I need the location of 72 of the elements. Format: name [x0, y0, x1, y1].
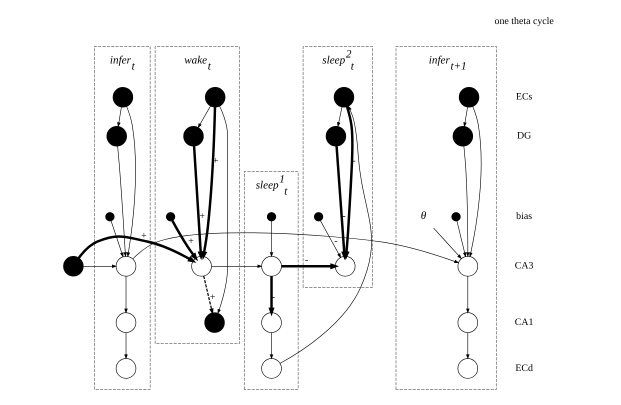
arrow	[77, 235, 196, 263]
node-circle	[112, 87, 133, 108]
arrow	[456, 220, 466, 258]
arrow	[462, 106, 468, 128]
edge-label: +	[198, 211, 204, 222]
node-circle	[115, 358, 136, 379]
arrow	[170, 220, 198, 262]
label: DG	[516, 130, 531, 142]
node-circle	[333, 87, 354, 108]
label: bias	[516, 211, 532, 222]
node-circle	[260, 312, 282, 333]
arrow	[432, 228, 462, 260]
edge-label: -	[342, 211, 346, 222]
node-circle	[457, 358, 478, 379]
arrow	[280, 105, 372, 364]
node-circle	[190, 256, 212, 276]
node-circle	[450, 212, 460, 222]
node-circle	[62, 256, 84, 276]
label: ECd	[514, 362, 532, 374]
node-circle	[260, 256, 282, 276]
arrow	[320, 220, 341, 258]
edge-label: -	[304, 255, 308, 266]
arrow	[82, 264, 116, 268]
label: CA3	[514, 260, 533, 272]
node-circle	[204, 312, 224, 333]
arrow	[116, 106, 122, 128]
arrow	[468, 106, 481, 258]
arrow	[110, 220, 123, 258]
arrow	[124, 332, 128, 360]
arrow	[197, 106, 210, 128]
arrow	[336, 106, 342, 128]
arrow	[334, 146, 347, 260]
node-circle	[115, 256, 136, 276]
arrow	[126, 106, 136, 258]
node-circle	[457, 312, 478, 333]
arrow	[116, 146, 126, 258]
arrow	[466, 276, 470, 314]
arrow	[132, 232, 459, 264]
arrow	[268, 276, 274, 316]
edge-label: +	[188, 236, 194, 247]
label: ECs	[515, 92, 532, 103]
node-circle	[106, 126, 126, 146]
arrow	[269, 332, 273, 360]
node-circle	[452, 126, 473, 146]
node-circle	[204, 87, 225, 108]
arrow	[217, 106, 228, 314]
arrow	[202, 276, 214, 315]
edge-label: -	[334, 236, 338, 247]
node-circle	[313, 212, 323, 222]
arrow	[463, 146, 470, 258]
arrow	[210, 264, 262, 268]
node-circle	[266, 212, 276, 222]
edge-label: +	[140, 230, 146, 242]
node-circle	[457, 256, 478, 276]
arrow	[200, 107, 216, 260]
arrow	[466, 332, 470, 360]
node-circle	[182, 126, 204, 146]
edge-label: +	[209, 292, 215, 304]
label: one theta cycle	[494, 16, 554, 28]
arrow	[269, 220, 273, 258]
node-circle	[260, 358, 282, 379]
node-circle	[334, 256, 355, 276]
arrow	[192, 146, 204, 260]
arrow	[281, 263, 339, 270]
node-circle	[165, 212, 175, 222]
node-circle	[115, 312, 136, 333]
node-circle	[104, 212, 114, 222]
node-circle	[458, 87, 479, 108]
arrow	[124, 276, 128, 314]
node-text: θ	[420, 210, 426, 222]
label: CA1	[514, 316, 533, 328]
node-circle	[325, 126, 346, 146]
